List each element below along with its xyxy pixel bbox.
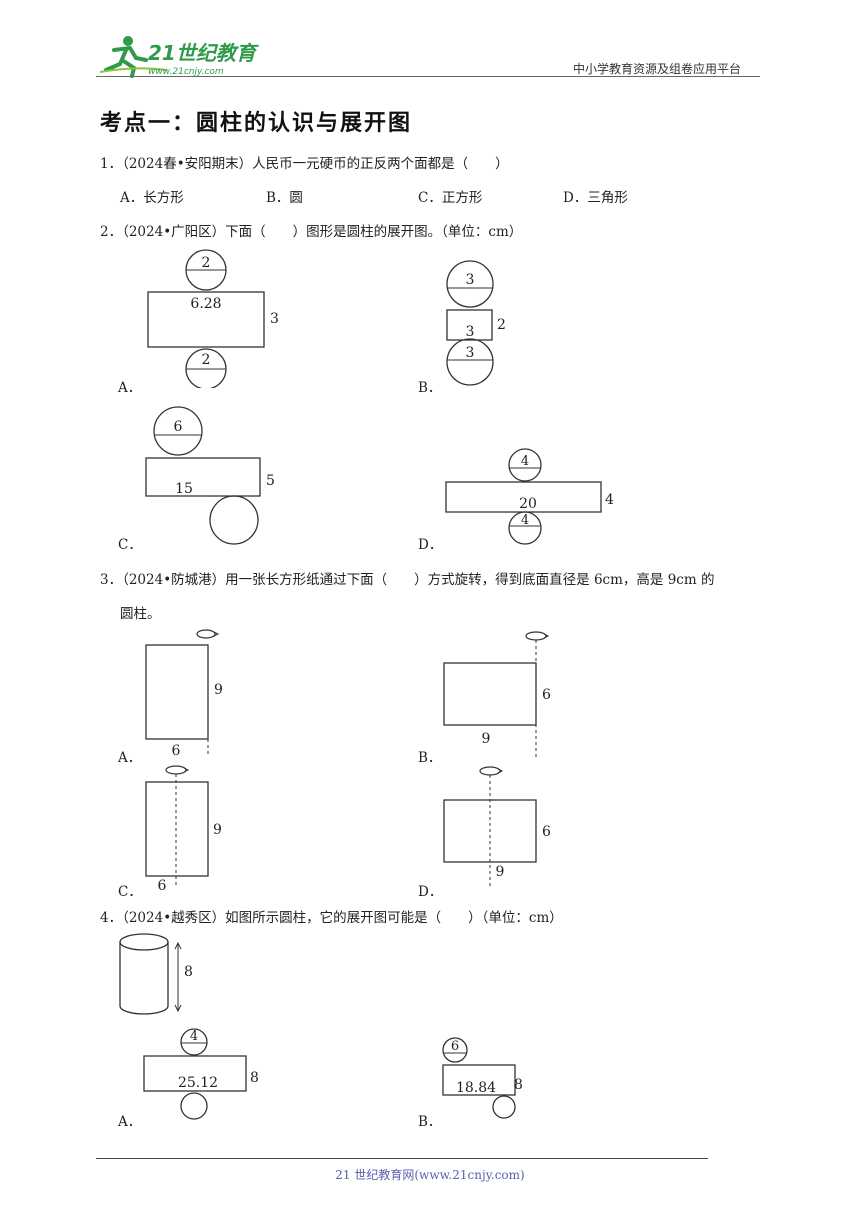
question-stem: （2024•越秀区）如图所示圆柱，它的展开图可能是（ ）（单位：cm） xyxy=(122,910,563,926)
site-logo: 21世纪教育 www.21cnjy.com xyxy=(96,30,266,80)
svg-text:4: 4 xyxy=(190,1029,198,1044)
q2-option-c-label[interactable]: C． xyxy=(118,537,142,553)
svg-text:2: 2 xyxy=(202,352,211,368)
logo-text: 21世纪教育 xyxy=(148,41,259,65)
svg-text:9: 9 xyxy=(213,822,222,838)
q4-option-b-label[interactable]: B． xyxy=(418,1114,442,1130)
q1-option-d[interactable]: D．三角形 xyxy=(563,190,628,206)
svg-text:6: 6 xyxy=(172,743,181,759)
section-title: 考点一：圆柱的认识与展开图 xyxy=(100,111,413,136)
footer-divider xyxy=(96,1158,708,1159)
svg-text:2: 2 xyxy=(497,317,506,333)
svg-text:6.28: 6.28 xyxy=(190,296,221,312)
question-1: 1．（2024春•安阳期末）人民币一元硬币的正反两个面都是（ ） xyxy=(100,152,509,172)
question-stem: （2024•广阳区）下面（ ）图形是圆柱的展开图。（单位：cm） xyxy=(122,224,523,240)
svg-text:6: 6 xyxy=(542,687,551,703)
question-stem: （2024春•安阳期末）人民币一元硬币的正反两个面都是（ ） xyxy=(122,156,509,172)
question-2: 2．（2024•广阳区）下面（ ）图形是圆柱的展开图。（单位：cm） xyxy=(100,220,522,240)
q4-figure-a[interactable]: 4 25.12 8 xyxy=(140,1025,270,1125)
header-platform-text: 中小学教育资源及组卷应用平台 xyxy=(573,62,742,76)
header-divider xyxy=(96,76,760,77)
q4-option-a-label[interactable]: A． xyxy=(118,1114,142,1130)
svg-text:18.84: 18.84 xyxy=(456,1080,496,1096)
logo-url: www.21cnjy.com xyxy=(148,67,224,77)
svg-text:4: 4 xyxy=(605,492,614,508)
svg-text:3: 3 xyxy=(270,311,279,327)
svg-text:6: 6 xyxy=(174,419,183,435)
q2-figure-a[interactable]: 2 6.28 3 2 xyxy=(140,248,300,388)
question-3: 3．（2024•防城港）用一张长方形纸通过下面（ ）方式旋转，得到底面直径是 6… xyxy=(100,568,714,588)
svg-text:9: 9 xyxy=(214,682,223,698)
q2-option-b-label[interactable]: B． xyxy=(418,380,442,396)
q3-option-a-label[interactable]: A． xyxy=(118,750,142,766)
q3-option-b-label[interactable]: B． xyxy=(418,750,442,766)
question-number: 2． xyxy=(100,224,123,240)
footer-text[interactable]: 21 世纪教育网(www.21cnjy.com) xyxy=(335,1168,525,1182)
svg-text:3: 3 xyxy=(466,324,475,340)
svg-text:6: 6 xyxy=(451,1039,459,1054)
q4-cylinder-figure: 8 xyxy=(119,933,193,1015)
svg-text:15: 15 xyxy=(175,481,193,497)
q2-figure-b[interactable]: 3 3 2 3 xyxy=(440,260,540,390)
svg-text:25.12: 25.12 xyxy=(178,1075,218,1091)
question-number: 4． xyxy=(100,910,123,926)
q3-figure-d[interactable]: 6 9 xyxy=(440,762,570,892)
question-number: 3． xyxy=(100,572,123,588)
svg-text:3: 3 xyxy=(466,272,475,288)
q3-figure-a[interactable]: 9 6 xyxy=(140,625,240,760)
svg-text:9: 9 xyxy=(482,731,491,747)
svg-text:6: 6 xyxy=(542,824,551,840)
runner-logo-icon xyxy=(99,36,167,78)
svg-text:8: 8 xyxy=(514,1077,523,1093)
q2-option-a-label[interactable]: A． xyxy=(118,380,142,396)
svg-text:9: 9 xyxy=(496,864,505,880)
svg-text:2: 2 xyxy=(202,255,211,271)
q3-figure-b[interactable]: 6 9 xyxy=(440,627,570,762)
q4-figure-b[interactable]: 6 18.84 8 xyxy=(440,1036,550,1126)
svg-text:3: 3 xyxy=(466,345,475,361)
svg-text:5: 5 xyxy=(266,473,275,489)
svg-text:4: 4 xyxy=(521,454,529,469)
question-3-line2: 圆柱。 xyxy=(120,606,161,622)
question-number: 1． xyxy=(100,156,123,172)
svg-text:20: 20 xyxy=(519,496,537,512)
question-4: 4．（2024•越秀区）如图所示圆柱，它的展开图可能是（ ）（单位：cm） xyxy=(100,906,563,926)
svg-text:4: 4 xyxy=(521,513,529,528)
q1-option-c[interactable]: C．正方形 xyxy=(418,190,483,206)
q2-figure-d[interactable]: 4 20 4 4 xyxy=(440,448,630,548)
q2-figure-c[interactable]: 6 15 5 xyxy=(140,405,290,547)
q1-option-a[interactable]: A．长方形 xyxy=(120,190,184,206)
svg-text:8: 8 xyxy=(184,964,193,980)
question-stem: （2024•防城港）用一张长方形纸通过下面（ ）方式旋转，得到底面直径是 6cm… xyxy=(122,572,715,588)
q3-figure-c[interactable]: 9 6 xyxy=(140,762,240,892)
q3-option-c-label[interactable]: C． xyxy=(118,884,142,900)
q2-option-d-label[interactable]: D． xyxy=(418,537,443,553)
q3-option-d-label[interactable]: D． xyxy=(418,884,443,900)
q1-option-b[interactable]: B．圆 xyxy=(266,190,303,206)
svg-text:6: 6 xyxy=(158,878,167,892)
svg-text:8: 8 xyxy=(250,1070,259,1086)
